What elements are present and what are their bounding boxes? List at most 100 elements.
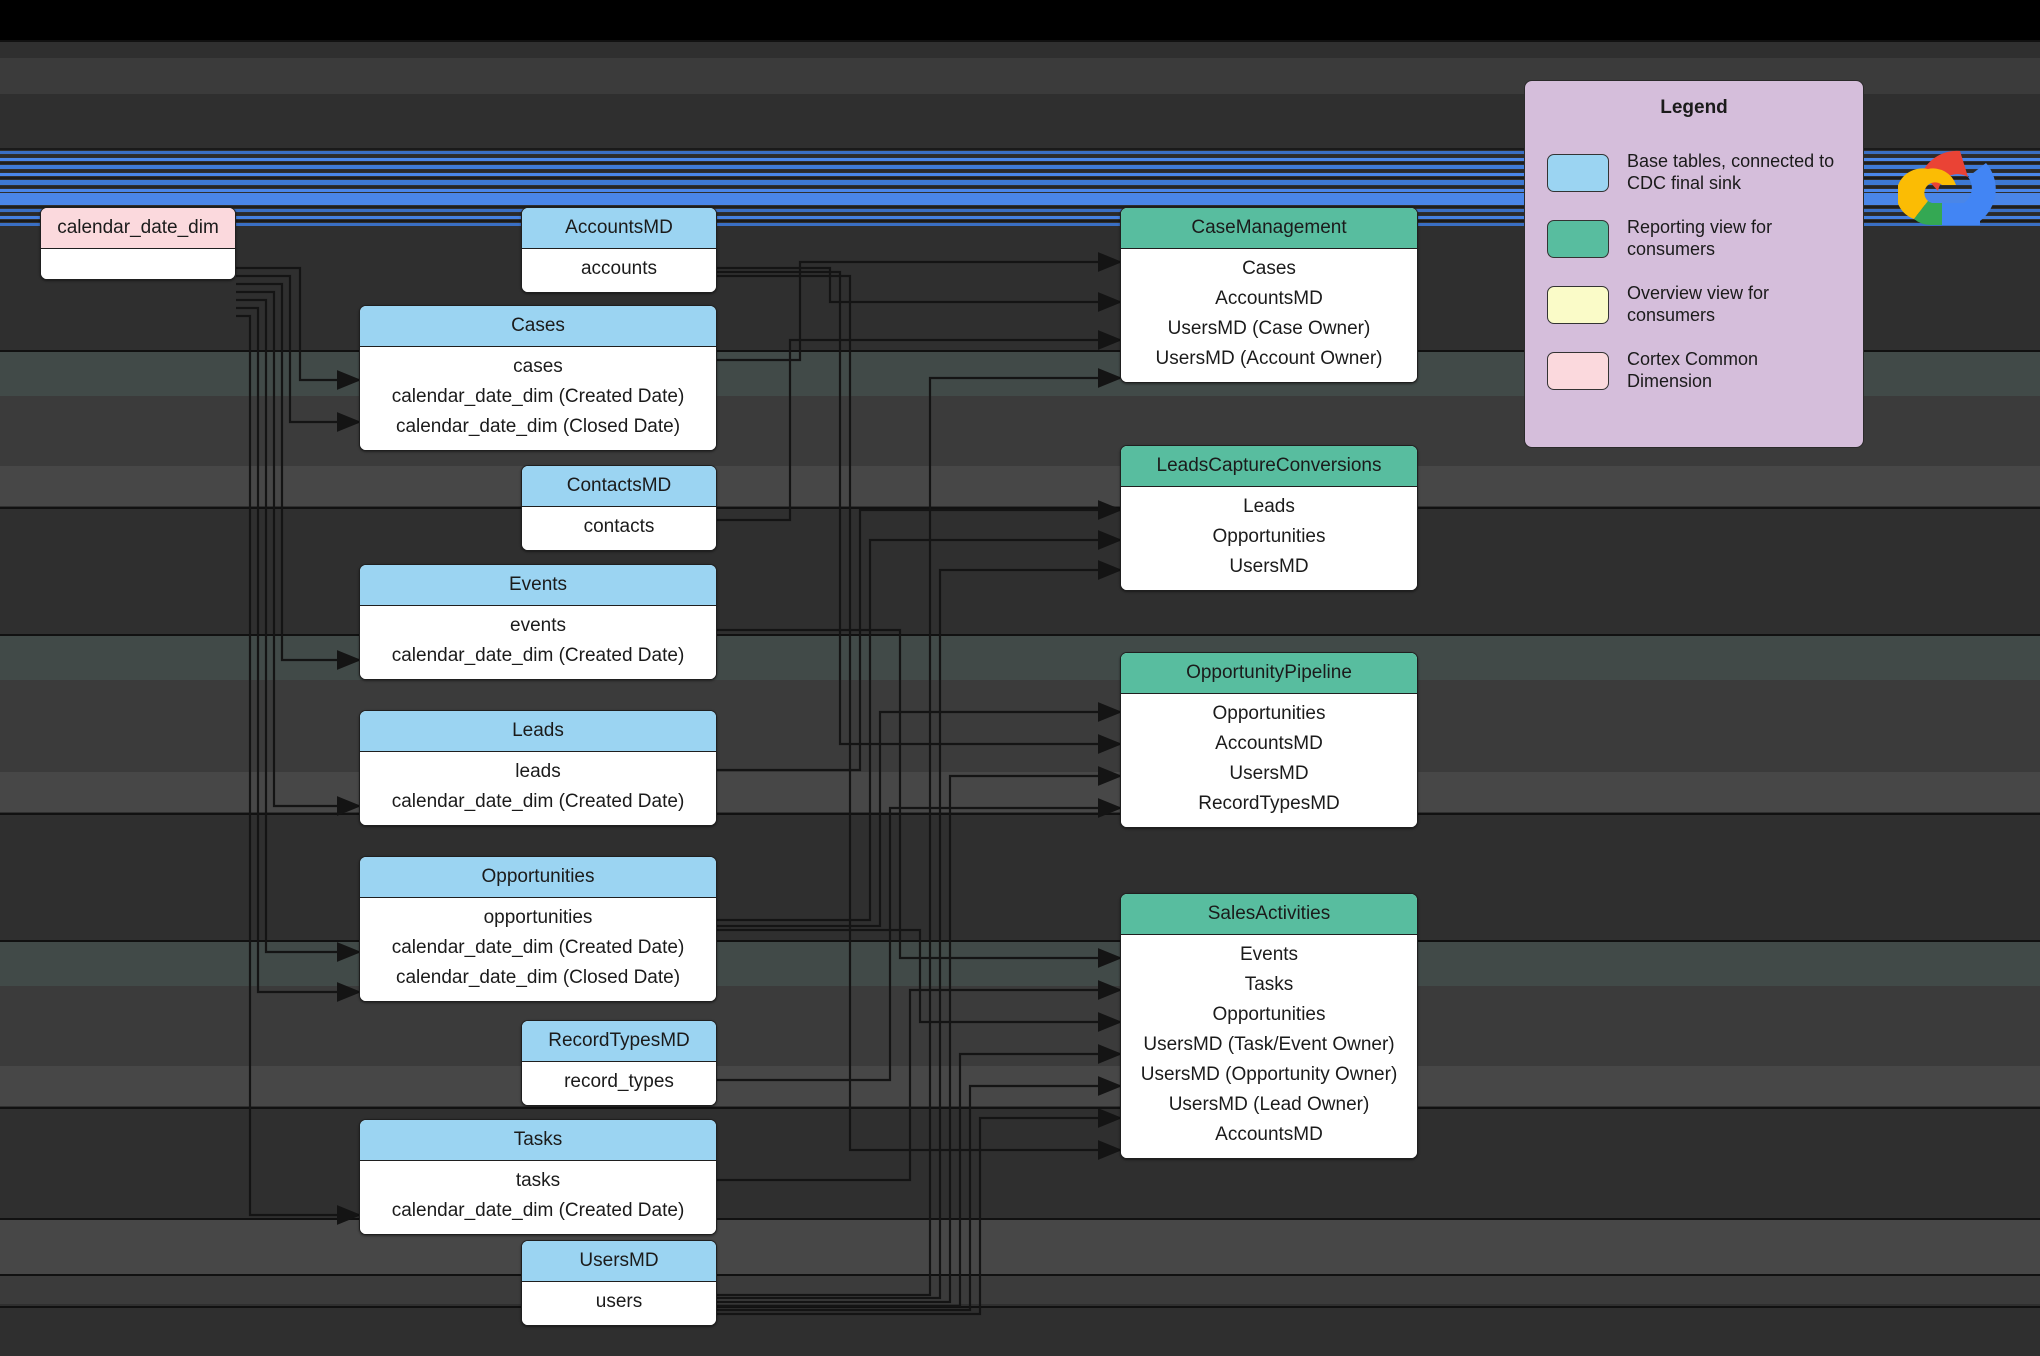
er-node-title: calendar_date_dim bbox=[41, 208, 235, 249]
legend-title: Legend bbox=[1660, 97, 1728, 118]
er-node-body: users bbox=[522, 1282, 716, 1325]
er-node-row: RecordTypesMD bbox=[1198, 793, 1340, 814]
er-node-body: record_types bbox=[522, 1062, 716, 1105]
legend-panel: Legend Base tables, connected to CDC fin… bbox=[1524, 80, 1864, 448]
er-node-row: calendar_date_dim (Closed Date) bbox=[395, 416, 681, 437]
bg-band bbox=[0, 507, 2040, 509]
legend-item-cortex-common-dimension: Cortex Common Dimension bbox=[1547, 349, 1847, 393]
legend-label: Base tables, connected to CDC final sink bbox=[1627, 151, 1835, 193]
er-node-row: AccountsMD bbox=[1215, 1124, 1323, 1145]
er-node-row: AccountsMD bbox=[1215, 733, 1323, 754]
er-node-body: accounts bbox=[522, 249, 716, 292]
legend-label: Reporting view for consumers bbox=[1627, 217, 1773, 259]
er-node-title: UsersMD bbox=[522, 1241, 716, 1282]
bg-band bbox=[0, 1066, 2040, 1106]
er-node-row: record_types bbox=[564, 1071, 674, 1092]
er-node-row: Opportunities bbox=[1212, 526, 1326, 547]
er-node-row: Cases bbox=[1242, 258, 1296, 279]
er-node-row: UsersMD (Lead Owner) bbox=[1168, 1094, 1370, 1115]
er-node-row: UsersMD (Account Owner) bbox=[1155, 348, 1383, 369]
er-node-body: contacts bbox=[522, 507, 716, 550]
er-node-title: RecordTypesMD bbox=[522, 1021, 716, 1062]
legend-swatch-overview-view bbox=[1547, 285, 1609, 324]
er-node-row: users bbox=[595, 1291, 643, 1312]
er-node-row: leads bbox=[515, 761, 561, 782]
er-node-body bbox=[41, 249, 235, 279]
er-node-title: Leads bbox=[360, 711, 716, 752]
er-node-Leads[interactable]: Leads leads calendar_date_dim (Created Dat… bbox=[359, 710, 717, 826]
er-node-title: Cases bbox=[360, 306, 716, 347]
er-node-row: Leads bbox=[1243, 496, 1295, 517]
bg-band bbox=[0, 680, 2040, 772]
er-node-title: Opportunities bbox=[360, 857, 716, 898]
bg-band bbox=[0, 1220, 2040, 1274]
er-node-ContactsMD[interactable]: ContactsMD contacts bbox=[521, 465, 717, 551]
legend-swatch-reporting-view bbox=[1547, 219, 1609, 258]
er-node-row: calendar_date_dim (Closed Date) bbox=[395, 967, 681, 988]
er-node-row: UsersMD bbox=[1229, 763, 1309, 784]
bg-band bbox=[0, 772, 2040, 812]
er-node-Opportunities[interactable]: Opportunities opportunities calendar_date_… bbox=[359, 856, 717, 1002]
er-node-row: events bbox=[510, 615, 566, 636]
er-node-row: contacts bbox=[583, 516, 655, 537]
er-node-body: leads calendar_date_dim (Created Date) bbox=[360, 752, 716, 825]
er-node-row: UsersMD (Task/Event Owner) bbox=[1143, 1034, 1395, 1055]
bg-band bbox=[0, 813, 2040, 815]
er-node-row: calendar_date_dim (Created Date) bbox=[391, 386, 685, 407]
er-node-row: Opportunities bbox=[1212, 1004, 1326, 1025]
er-node-row: Tasks bbox=[1244, 974, 1294, 995]
google-cloud-logo bbox=[1896, 143, 1998, 233]
er-node-calendar_date_dim[interactable]: calendar_date_dim bbox=[40, 207, 236, 280]
bg-band bbox=[0, 942, 2040, 986]
bg-band bbox=[0, 1306, 2040, 1308]
bg-band bbox=[0, 1276, 2040, 1304]
er-node-row: cases bbox=[513, 356, 563, 377]
legend-item-reporting-view: Reporting view for consumers bbox=[1547, 217, 1847, 261]
er-node-UsersMD[interactable]: UsersMD users bbox=[521, 1240, 717, 1326]
er-node-title: CaseManagement bbox=[1121, 208, 1417, 249]
er-node-row: AccountsMD bbox=[1215, 288, 1323, 309]
er-node-body: opportunities calendar_date_dim (Created … bbox=[360, 898, 716, 1001]
er-node-title: OpportunityPipeline bbox=[1121, 653, 1417, 694]
bg-band bbox=[0, 466, 2040, 506]
er-node-row: opportunities bbox=[483, 907, 593, 928]
legend-item-overview-view: Overview view for consumers bbox=[1547, 283, 1847, 327]
er-node-row: UsersMD (Case Owner) bbox=[1167, 318, 1371, 339]
er-node-RecordTypesMD[interactable]: RecordTypesMD record_types bbox=[521, 1020, 717, 1106]
er-node-row: tasks bbox=[515, 1170, 561, 1191]
er-node-row: calendar_date_dim (Created Date) bbox=[391, 937, 685, 958]
bg-band bbox=[0, 1218, 2040, 1220]
bg-band bbox=[0, 40, 2040, 42]
bg-band bbox=[0, 1274, 2040, 1276]
er-node-row: Events bbox=[1239, 944, 1299, 965]
er-node-title: SalesActivities bbox=[1121, 894, 1417, 935]
er-node-row: UsersMD (Opportunity Owner) bbox=[1140, 1064, 1398, 1085]
bg-band bbox=[0, 634, 2040, 636]
er-node-title: ContactsMD bbox=[522, 466, 716, 507]
er-node-Cases[interactable]: Cases cases calendar_date_dim (Created Dat… bbox=[359, 305, 717, 451]
er-node-title: Events bbox=[360, 565, 716, 606]
er-node-row: calendar_date_dim (Created Date) bbox=[391, 791, 685, 812]
legend-label: Cortex Common Dimension bbox=[1627, 349, 1759, 391]
er-node-body: tasks calendar_date_dim (Created Date) bbox=[360, 1161, 716, 1234]
bg-band bbox=[0, 986, 2040, 1066]
legend-swatch-base-tables bbox=[1547, 153, 1609, 192]
bg-band bbox=[0, 1107, 2040, 1109]
er-node-body: cases calendar_date_dim (Created Date) cal… bbox=[360, 347, 716, 450]
bg-band bbox=[0, 940, 2040, 942]
legend-item-base-tables: Base tables, connected to CDC final sink bbox=[1547, 151, 1847, 195]
er-node-row: calendar_date_dim (Created Date) bbox=[391, 1200, 685, 1221]
